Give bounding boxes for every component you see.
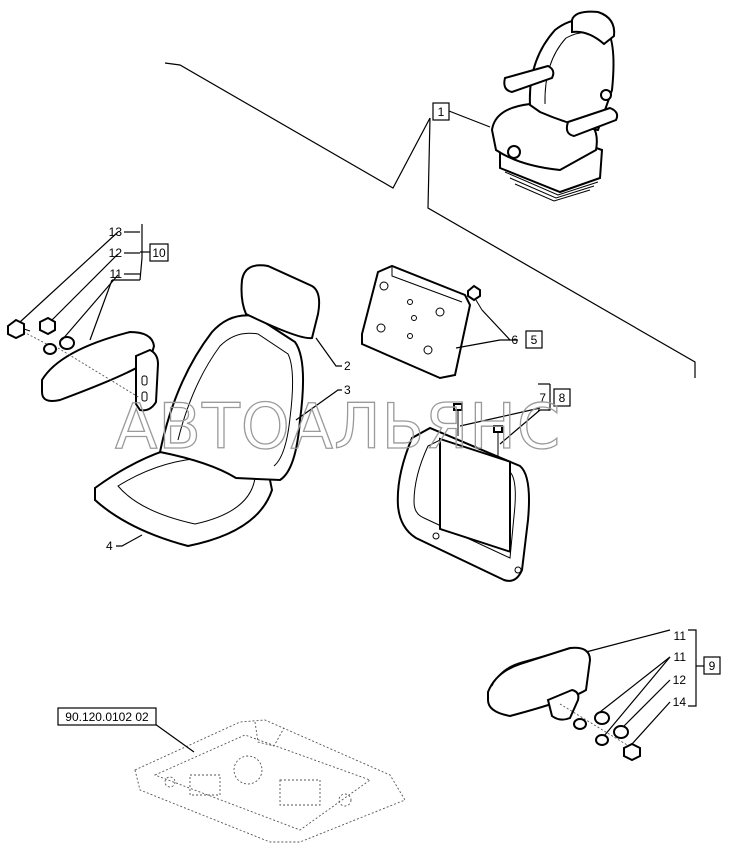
backrest-frame [396,426,530,582]
main-leader-lines [164,62,696,378]
callout-6: 6 [511,333,518,347]
callout-7: 7 [539,391,546,405]
svg-text:1: 1 [438,105,445,119]
callout-11-right-a: 11 [674,629,687,643]
right-armrest [487,646,633,749]
svg-text:10: 10 [152,246,166,260]
callout-9: 9 [703,656,721,675]
callout-1: 1 [432,102,450,121]
plate-screw [467,284,483,311]
callout-12-left: 12 [109,246,123,260]
callout-11-right-b: 11 [674,650,687,664]
backrest-with-headrest [158,264,321,482]
callout-5: 5 [525,330,543,349]
callout-12-right: 12 [673,673,687,687]
frame-bolts [453,403,503,458]
complete-seat-assembly [490,10,619,202]
svg-text:9: 9 [709,659,716,673]
svg-text:5: 5 [531,333,538,347]
watermark: АВТОАЛЬЯНС [115,390,561,463]
callout-3: 3 [344,383,351,397]
reference-label: 90.120.0102 02 [57,707,157,726]
backrest-plate [361,264,472,380]
callout-4: 4 [106,539,113,553]
callout-leaders [19,224,704,753]
callout-2: 2 [344,359,351,373]
reference-seat-base [134,719,406,843]
callout-10: 10 [149,243,169,262]
svg-text:90.120.0102 02: 90.120.0102 02 [65,710,149,724]
callout-11-left: 11 [110,267,123,281]
callout-8: 8 [553,388,571,407]
left-armrest-hardware [7,316,75,355]
callout-13-left: 13 [109,225,123,239]
callout-14-right: 14 [673,695,687,709]
left-armrest [19,329,160,412]
right-armrest-hardware [573,711,641,762]
svg-text:8: 8 [559,391,566,405]
